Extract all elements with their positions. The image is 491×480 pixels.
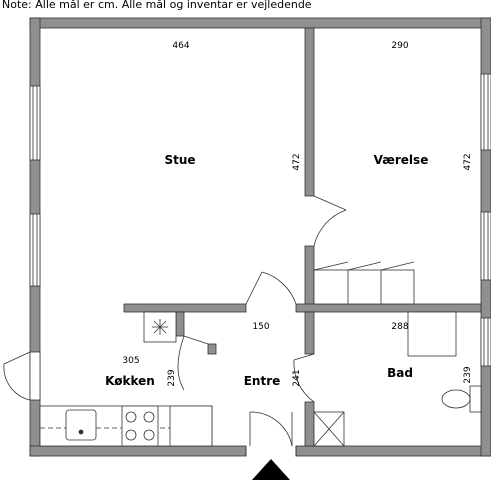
fixtures xyxy=(39,261,482,447)
entre-height: 241 xyxy=(292,369,302,386)
door-vaerelse xyxy=(313,195,347,247)
disclaimer-note: Note: Alle mål er cm. Alle mål og invent… xyxy=(2,0,312,11)
vaerelse-height: 472 xyxy=(463,153,473,170)
stue-width: 464 xyxy=(172,41,189,51)
stue-height: 472 xyxy=(292,153,302,170)
room-bad: Bad xyxy=(387,366,413,380)
door-bad xyxy=(293,353,315,403)
door-entrance xyxy=(245,411,297,456)
door-exterior-left xyxy=(3,351,31,401)
koekken-width: 305 xyxy=(122,356,139,366)
kitchen-cabinet xyxy=(169,405,213,447)
room-stue: Stue xyxy=(164,153,195,167)
window-stue-upper xyxy=(29,85,41,161)
room-koekken: Køkken xyxy=(105,374,155,388)
bad-height: 239 xyxy=(463,366,473,383)
toilet xyxy=(441,385,482,413)
installation-shaft-koekken xyxy=(143,311,177,343)
bad-cabinet xyxy=(407,311,457,357)
labels: 464 290 472 472 Stue Værelse 150 288 305… xyxy=(105,41,473,388)
walls xyxy=(29,17,491,457)
windows xyxy=(29,73,491,401)
koekken-height: 239 xyxy=(167,369,177,386)
window-vaerelse-upper xyxy=(480,73,491,151)
kitchen-counter xyxy=(39,405,213,447)
doors xyxy=(3,195,347,456)
room-entre: Entre xyxy=(244,374,281,388)
bad-width: 288 xyxy=(391,322,408,332)
kitchen-sink xyxy=(65,409,97,441)
entrance-arrow-icon xyxy=(252,459,290,480)
entre-width: 150 xyxy=(252,322,269,332)
window-bad xyxy=(480,317,491,367)
opening-koekken xyxy=(29,351,41,401)
door-koekken xyxy=(177,335,209,391)
door-stue xyxy=(245,271,297,305)
window-stue-lower xyxy=(29,213,41,287)
vaerelse-width: 290 xyxy=(391,41,408,51)
room-vaerelse: Værelse xyxy=(374,153,429,167)
stove xyxy=(121,405,159,447)
wardrobe xyxy=(313,261,415,305)
installation-shaft-entre xyxy=(313,411,345,447)
window-vaerelse-lower xyxy=(480,211,491,281)
